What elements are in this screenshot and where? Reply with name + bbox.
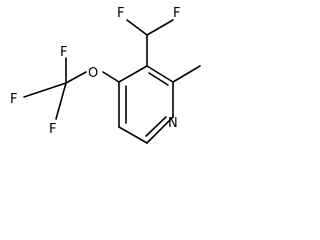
atom-f-cf3-bottom: F xyxy=(49,122,56,137)
atom-f-cf3-top: F xyxy=(60,45,67,60)
atom-nitrogen: N xyxy=(168,116,178,131)
bond-double-n-c6 xyxy=(145,116,167,137)
bond-ring-c6-c5 xyxy=(118,126,148,144)
bond-methyl xyxy=(172,65,201,83)
bond-ring-n-c6 xyxy=(146,116,174,144)
molecule-drawing: F F F F F O N xyxy=(10,6,201,144)
bond-ring-o xyxy=(102,71,120,83)
bond-ring-c4-c3 xyxy=(118,65,148,83)
atom-f-chf2-right: F xyxy=(173,6,180,21)
bond-c-f-right xyxy=(146,19,174,36)
bond-double-c3-c2 xyxy=(148,72,169,86)
bond-c-f-left xyxy=(126,19,148,36)
bond-cf3-f-left xyxy=(23,82,67,98)
atom-oxygen: O xyxy=(88,66,98,81)
atom-f-chf2-left: F xyxy=(117,6,124,21)
structure-canvas: F F F F F O N xyxy=(0,0,218,154)
bond-o-cf3 xyxy=(65,71,87,84)
atom-f-cf3-left: F xyxy=(10,92,17,107)
bond-cf3-f-down xyxy=(55,82,67,120)
bond-ring-c3-c2 xyxy=(146,65,174,83)
